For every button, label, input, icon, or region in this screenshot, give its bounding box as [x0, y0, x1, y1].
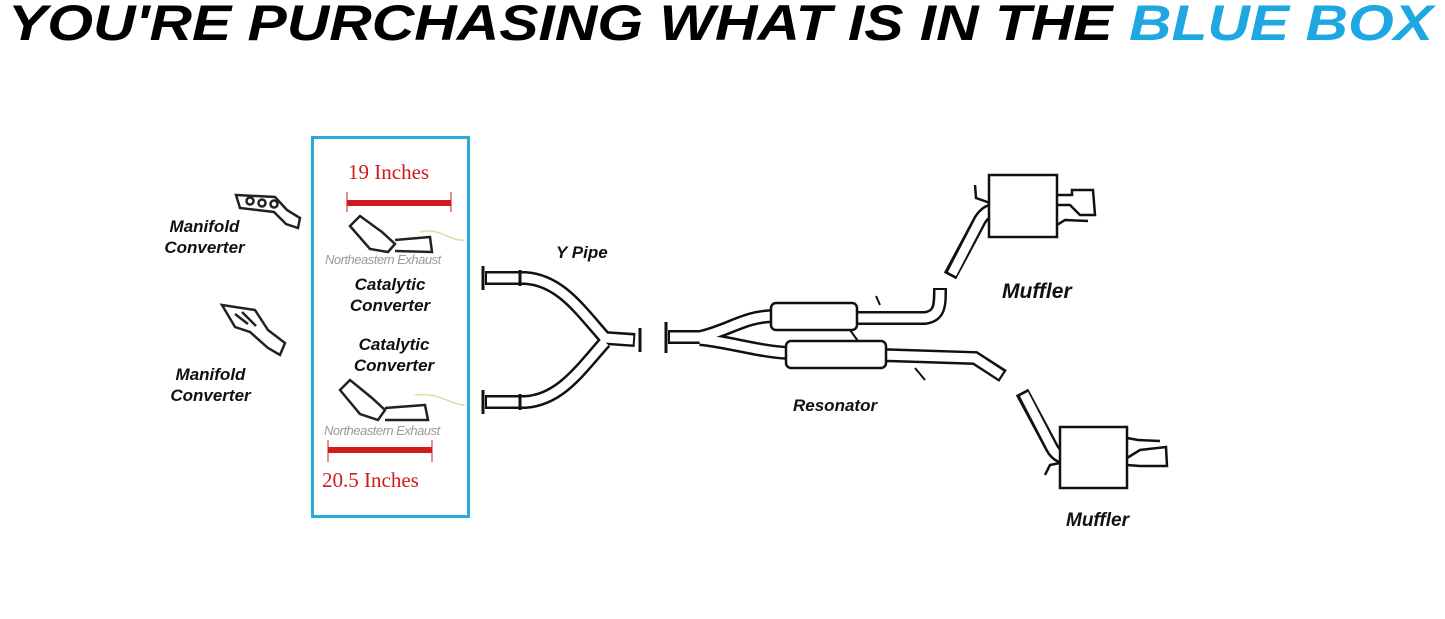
label-line: Manifold: [175, 365, 246, 384]
label-line: Catalytic: [354, 275, 426, 294]
page-title: YOU'RE PURCHASING WHAT IS IN THE BLUE BO…: [8, 0, 1436, 51]
dimension-bar-bottom: [327, 440, 433, 462]
muffler-drawing-lower: [1043, 425, 1169, 490]
dimension-top-label: 19 Inches: [348, 160, 430, 184]
label-line: Converter: [170, 386, 251, 405]
label-muffler-upper: Muffler: [1002, 280, 1072, 303]
label-line: Catalytic: [358, 335, 430, 354]
manifold-converter-icon-2: [219, 303, 287, 357]
watermark: Northeastern Exhaust: [324, 423, 440, 438]
label-line: Manifold: [169, 217, 240, 236]
muffler-drawing-upper: [973, 173, 1097, 239]
resonator-drawing: [664, 203, 1066, 464]
catalytic-converter-icon-2: [338, 378, 466, 422]
dimension-bar-top: [346, 192, 452, 212]
title-highlight: BLUE BOX: [1129, 0, 1436, 51]
label-line: Converter: [164, 238, 245, 257]
label-manifold-converter-1: Manifold Converter: [152, 216, 257, 258]
title-prefix: YOU'RE PURCHASING WHAT IS IN THE: [8, 0, 1129, 51]
label-resonator: Resonator: [793, 396, 878, 415]
dimension-bottom-label: 20.5 Inches: [322, 468, 419, 492]
label-catalytic-converter-1: Catalytic Converter: [340, 274, 440, 316]
catalytic-converter-icon-1: [348, 214, 466, 254]
watermark: Northeastern Exhaust: [325, 252, 441, 267]
label-muffler-lower: Muffler: [1066, 510, 1129, 531]
label-line: Converter: [353, 356, 435, 375]
y-pipe-drawing: [481, 266, 642, 414]
label-manifold-converter-2: Manifold Converter: [158, 364, 263, 406]
label-y-pipe: Y Pipe: [556, 243, 608, 262]
label-line: Converter: [349, 296, 431, 315]
manifold-converter-icon-1: [234, 193, 302, 230]
label-catalytic-converter-2: Catalytic Converter: [344, 334, 444, 376]
blue-box-highlight: [311, 136, 470, 518]
